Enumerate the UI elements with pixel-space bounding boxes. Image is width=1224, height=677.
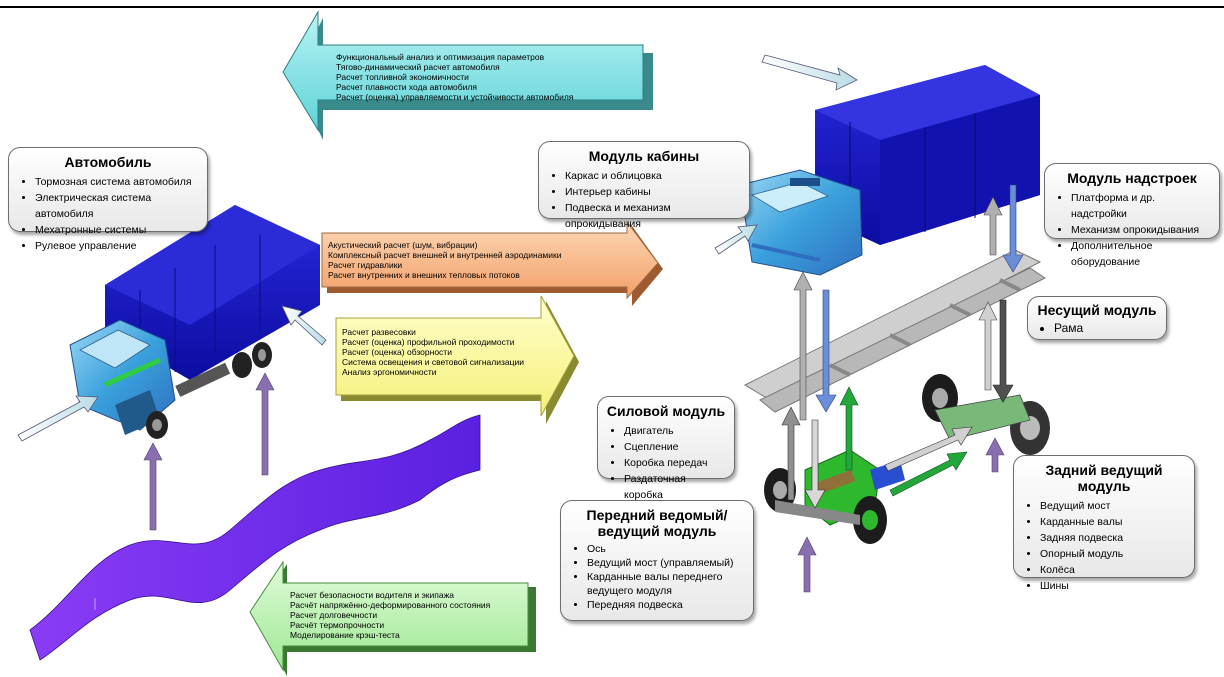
- list-item: Коробка передач: [624, 455, 726, 471]
- orange-arrow-text: Акустический расчет (шум, вибрации) Комп…: [328, 240, 561, 280]
- rear-title: Задний ведущий модуль: [1045, 462, 1163, 494]
- cyan-line-1: Функциональный анализ и оптимизация пара…: [336, 52, 545, 62]
- module-arrows: [714, 54, 1024, 593]
- orange-line-4: Расчет внутренних и внешних тепловых пот…: [328, 270, 520, 280]
- list-item: Ось: [587, 542, 745, 556]
- green-line-1: Расчет безопасности водителя и экипажа: [290, 590, 454, 600]
- yellow-line-1: Расчет развесовки: [342, 327, 416, 337]
- front-title: Передний ведомый/ ведущий модуль: [586, 507, 728, 539]
- yellow-arrow-text: Расчет развесовки Расчет (оценка) профил…: [342, 327, 524, 377]
- list-item: Дополнительное оборудование: [1071, 238, 1211, 270]
- automobile-list: Тормозная система автомобиля Электрическ…: [17, 174, 199, 254]
- list-item: Шины: [1040, 578, 1186, 594]
- list-item: Передняя подвеска: [587, 598, 745, 612]
- cyan-arrow-text: Функциональный анализ и оптимизация пара…: [336, 52, 573, 102]
- cabin-box: Модуль кабины Каркас и облицовка Интерье…: [538, 141, 750, 230]
- list-item: Ведущий мост: [1040, 498, 1186, 514]
- list-item: Задняя подвеска: [1040, 530, 1186, 546]
- cyan-arrow-shape: [282, 10, 653, 140]
- list-item: Платформа и др. надстройки: [1071, 190, 1211, 222]
- power-title: Силовой модуль: [606, 403, 726, 419]
- list-item: Рама: [1054, 320, 1158, 336]
- left-pointer-arrows: [17, 305, 327, 531]
- road-surface: [29, 414, 481, 661]
- rear-box: Задний ведущий модуль Ведущий мост Карда…: [1013, 455, 1195, 592]
- cabin-title: Модуль кабины: [588, 148, 700, 164]
- cyan-line-2: Тягово-динамический расчет автомобиля: [336, 62, 500, 72]
- power-list: Двигатель Сцепление Коробка передач Разд…: [606, 423, 726, 503]
- front-list: Ось Ведущий мост (управляемый) Карданные…: [569, 542, 745, 612]
- orange-line-1: Акустический расчет (шум, вибрации): [328, 240, 478, 250]
- carrier-list: Рама: [1036, 320, 1158, 336]
- green-line-2: Расчёт напряжённо-деформированного состо…: [290, 600, 491, 610]
- cabin-model: [739, 169, 863, 276]
- list-item: Карданные валы переднего ведущего модуля: [587, 570, 745, 598]
- automobile-box: Автомобиль Тормозная система автомобиля …: [8, 147, 208, 252]
- top-rule: [0, 6, 1224, 8]
- yellow-line-2: Расчет (оценка) профильной проходимости: [342, 337, 515, 347]
- list-item: Механизм опрокидывания: [1071, 222, 1211, 238]
- carrier-title: Несущий модуль: [1037, 302, 1157, 318]
- green-arrow-text: Расчет безопасности водителя и экипажа Р…: [290, 590, 490, 640]
- front-box: Передний ведомый/ ведущий модуль Ось Вед…: [560, 500, 754, 621]
- list-item: Ведущий мост (управляемый): [587, 556, 745, 570]
- automobile-title: Автомобиль: [64, 154, 152, 170]
- cyan-line-4: Расчет плавности хода автомобиля: [336, 82, 477, 92]
- list-item: Двигатель: [624, 423, 726, 439]
- green-line-4: Расчёт термопрочности: [290, 620, 385, 630]
- list-item: Мехатронные системы: [35, 222, 199, 238]
- orange-arrow-shape: [321, 220, 663, 306]
- list-item: Рулевое управление: [35, 238, 199, 254]
- rear-list: Ведущий мост Карданные валы Задняя подве…: [1022, 498, 1186, 594]
- cyan-line-5: Расчет (оценка) управляемости и устойчив…: [336, 92, 574, 102]
- list-item: Опорный модуль: [1040, 546, 1186, 562]
- chassis-frame: [743, 249, 1046, 413]
- list-item: Тормозная система автомобиля: [35, 174, 199, 190]
- yellow-line-5: Анализ эргономичности: [342, 367, 437, 377]
- list-item: Электрическая система автомобиля: [35, 190, 199, 222]
- cyan-line-3: Расчет топливной экономичности: [336, 72, 469, 82]
- list-item: Сцепление: [624, 439, 726, 455]
- cargo-body: [815, 65, 1040, 245]
- green-line-3: Расчет долговечности: [290, 610, 378, 620]
- carrier-box: Несущий модуль Рама: [1027, 296, 1167, 340]
- list-item: Подвеска и механизм опрокидывания: [565, 200, 741, 232]
- power-box: Силовой модуль Двигатель Сцепление Короб…: [597, 396, 735, 501]
- orange-line-2: Комплексный расчет внешней и внутренней …: [328, 250, 562, 260]
- green-arrow-shape: [249, 560, 536, 676]
- cabin-list: Каркас и облицовка Интерьер кабины Подве…: [547, 168, 741, 232]
- list-item: Карданные валы: [1040, 514, 1186, 530]
- orange-line-3: Расчет гидравлики: [328, 260, 403, 270]
- yellow-line-3: Расчет (оценка) обзорности: [342, 347, 452, 357]
- superstructure-list: Платформа и др. надстройки Механизм опро…: [1053, 190, 1211, 270]
- yellow-arrow-shape: [335, 295, 579, 424]
- list-item: Раздаточная коробка: [624, 471, 726, 503]
- list-item: Колёса: [1040, 562, 1186, 578]
- superstructure-box: Модуль надстроек Платформа и др. надстро…: [1044, 163, 1220, 268]
- left-truck: [69, 205, 320, 439]
- superstructure-title: Модуль надстроек: [1067, 170, 1197, 186]
- yellow-line-4: Система освещения и световой сигнализаци…: [342, 357, 524, 367]
- list-item: Каркас и облицовка: [565, 168, 741, 184]
- green-line-5: Моделирование крэш-теста: [290, 630, 400, 640]
- list-item: Интерьер кабины: [565, 184, 741, 200]
